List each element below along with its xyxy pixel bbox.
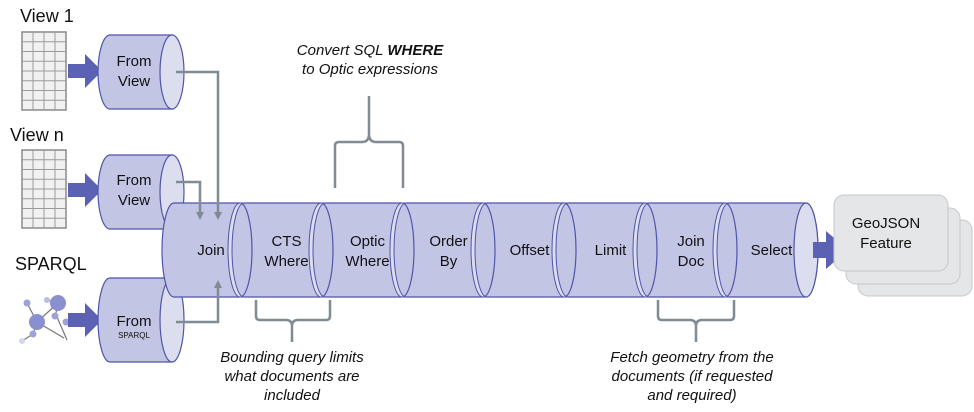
stage-label: From — [117, 172, 152, 189]
connector-view-1-to-join — [176, 70, 222, 220]
output-geojson-feature[interactable] — [833, 194, 973, 297]
stage-label: Offset — [510, 242, 551, 259]
brace-join-doc — [656, 300, 736, 342]
pipeline: SelectJoinDocLimitOffsetOrderByOpticWher… — [161, 202, 819, 298]
stage-label: By — [440, 253, 458, 270]
stage-label: Where — [264, 253, 308, 270]
source-label-view-1: View 1 — [20, 6, 74, 26]
stage-label: Order — [429, 233, 467, 250]
stage-label: Doc — [678, 253, 705, 270]
stage-label: View — [118, 73, 150, 90]
input-arrow-view-1 — [68, 54, 102, 88]
stage-from-sparql[interactable] — [97, 277, 185, 363]
stage-sublabel: SPARQL — [118, 331, 150, 340]
input-arrow-sparql — [68, 303, 102, 337]
table-grid-icon — [21, 31, 67, 111]
annotation-top-line2: to Optic expressions — [302, 61, 438, 78]
stage-label: Join — [197, 242, 225, 259]
stage-label: Optic — [350, 233, 386, 250]
annotation-bottom-left-line1: Bounding query limits — [220, 349, 364, 366]
source-label-sparql: SPARQL — [15, 254, 87, 274]
annotation-bottom-left-line3: included — [264, 387, 321, 404]
stage-label: Limit — [595, 242, 628, 259]
stage-label: From — [117, 313, 152, 330]
stage-label: CTS — [272, 233, 302, 250]
pipeline-stage-join[interactable]: Join — [161, 202, 253, 298]
output-arrow — [813, 231, 848, 269]
pipeline-stage-offset[interactable]: Offset — [474, 202, 577, 298]
brace-cts-where — [254, 300, 332, 342]
annotation-top-line1: Convert SQL WHERE — [297, 42, 444, 59]
annotation-bottom-right-line2: documents (if requested — [612, 368, 774, 385]
input-arrow-view-n — [68, 173, 102, 207]
annotation-bottom-left-line2: what documents are — [224, 368, 359, 385]
stage-label: Select — [751, 242, 794, 259]
brace-optic-where — [333, 96, 405, 188]
stage-from-view-1[interactable] — [97, 34, 185, 110]
output-label-line1: GeoJSON — [852, 215, 920, 232]
graph-network-icon — [19, 295, 70, 344]
output-label-line2: Feature — [860, 235, 912, 252]
stage-label: Where — [345, 253, 389, 270]
pipeline-stage-cts-where[interactable]: CTS Where — [231, 202, 334, 298]
annotation-bottom-right-line3: and required) — [647, 387, 736, 404]
stage-label: Join — [677, 233, 705, 250]
annotation-bottom-right-line1: Fetch geometry from the — [610, 349, 773, 366]
connector-view-n-to-join — [176, 180, 204, 220]
table-grid-icon — [21, 149, 67, 229]
connector-sparql-to-join — [176, 280, 222, 324]
stage-label: View — [118, 192, 150, 209]
stage-label: From — [117, 53, 152, 70]
pipeline-stage-select[interactable]: Select — [716, 202, 819, 298]
source-label-view-n: View n — [10, 125, 64, 145]
